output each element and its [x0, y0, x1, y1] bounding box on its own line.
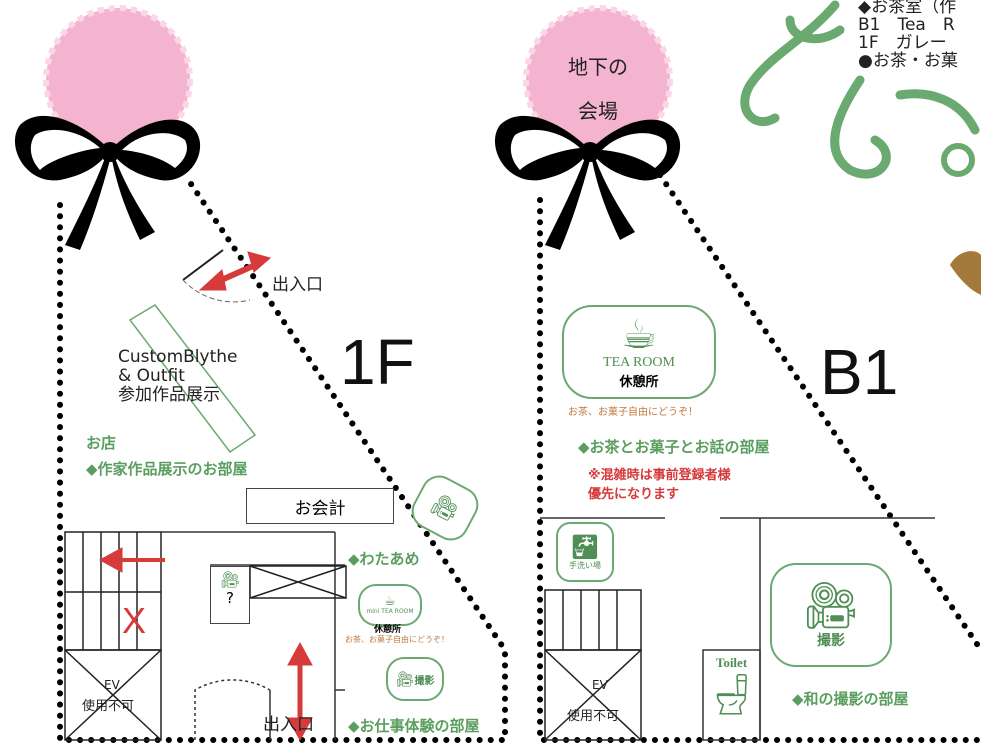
camera-icon: 🎥︎ — [426, 490, 464, 526]
cashier-label: お会計 — [294, 498, 346, 519]
floor-title-1f: 1F — [340, 326, 415, 398]
notice-line-2: 優先になります — [588, 487, 680, 502]
top-note-1: ◆お茶室（作 — [858, 0, 957, 17]
stairs-1f — [64, 531, 162, 651]
cotton-candy-label: ◆わたあめ — [348, 550, 420, 568]
mini-rest-label: 休憩所 — [374, 625, 402, 635]
camera-icon: 🎥︎ — [801, 578, 861, 632]
cashier-counter: お会計 — [246, 488, 394, 524]
display-label: CustomBlythe & Outfit 参加作品展示 — [118, 347, 238, 405]
prohibited-x: X — [122, 600, 147, 641]
handwash-badge: 🚰︎ 手洗い場 — [556, 522, 614, 582]
floor-1f-outline — [57, 172, 508, 743]
b1-badge-text: 地下の 会場 — [568, 55, 628, 123]
flourish-decoration — [740, 0, 980, 179]
toilet-room: Toilet 🚽︎ — [704, 651, 759, 739]
handwash-label: 手洗い場 — [569, 560, 601, 570]
floor-title-b1: B1 — [820, 336, 899, 408]
tea-room-badge: ☕︎ TEA ROOM 休憩所 — [562, 305, 716, 399]
shop-label: お店 — [86, 434, 117, 452]
teapot-icon: ☕︎ — [621, 311, 657, 358]
photo-badge-1f: 🎥︎ 撮影 — [386, 657, 444, 701]
toilet-label: Toilet — [715, 655, 748, 670]
mini-tea-room-label: mini TEA ROOM — [366, 608, 414, 615]
elevator-1f — [64, 649, 162, 741]
photo-badge-b1: 🎥︎ 撮影 — [770, 563, 892, 667]
ev-status-1f: 使用不可 — [82, 699, 135, 714]
mini-tea-room-badge: ☕︎ mini TEA ROOM — [358, 584, 422, 626]
entrance-arrow-top — [198, 251, 272, 291]
entrance-arrow-bottom — [287, 641, 313, 742]
tea-talk-room-label: ◆お茶とお菓子とお話の部屋 — [578, 438, 770, 456]
top-note-2: B1 Tea R — [858, 15, 955, 35]
tea-caption: お茶、お菓子自由にどうぞ！ — [568, 407, 698, 418]
ev-status-b1: 使用不可 — [567, 709, 620, 724]
top-notes: ◆お茶室（作 B1 Tea R 1F ガレー ●お茶・お菓 — [858, 0, 958, 70]
entrance-label-bottom: 出入口 — [263, 715, 314, 735]
floor-b1-outline-left — [537, 197, 981, 743]
brown-ornament — [950, 251, 981, 295]
camera-icon: 🎥︎ — [219, 570, 241, 589]
camera-question-box: 🎥︎ ? — [210, 566, 250, 624]
photo-label-b1: 撮影 — [817, 633, 845, 649]
elevator-b1 — [544, 649, 642, 741]
tea-room-label: TEA ROOM — [603, 354, 675, 370]
top-note-4: ●お茶・お菓 — [858, 51, 958, 71]
entrance-label-top: 出入口 — [272, 275, 323, 295]
question-mark: ? — [226, 589, 234, 607]
top-note-3: 1F ガレー — [858, 33, 947, 53]
ribbon-1f — [14, 5, 201, 250]
ribbon-b1 — [494, 5, 681, 250]
rest-area-label: 休憩所 — [619, 374, 659, 390]
camera-icon: 🎥︎ — [395, 670, 415, 688]
notice-line-1: ※混雑時は事前登録者様 — [588, 468, 731, 483]
toilet-icon: 🚽︎ — [706, 672, 757, 718]
japanese-photo-room-label: ◆和の撮影の部屋 — [792, 690, 909, 708]
photo-label-1f: 撮影 — [414, 675, 435, 687]
ev-label-b1: EV — [592, 678, 608, 692]
display-panel — [128, 304, 257, 454]
mini-caption: お茶、お菓子自由にどうぞ！ — [345, 635, 449, 644]
teapot-icon: ☕︎ — [384, 594, 396, 609]
artist-room-label: ◆作家作品展示のお部屋 — [86, 460, 248, 478]
stairs-arrow-1f — [98, 547, 165, 573]
floor-b1-outline-right — [657, 172, 981, 653]
stairs-b1 — [544, 589, 642, 651]
work-experience-label: ◆お仕事体験の部屋 — [348, 717, 480, 735]
shelf-1f — [249, 565, 347, 599]
ev-label-1f: EV — [104, 678, 120, 692]
faucet-icon: 🚰︎ — [569, 532, 601, 561]
